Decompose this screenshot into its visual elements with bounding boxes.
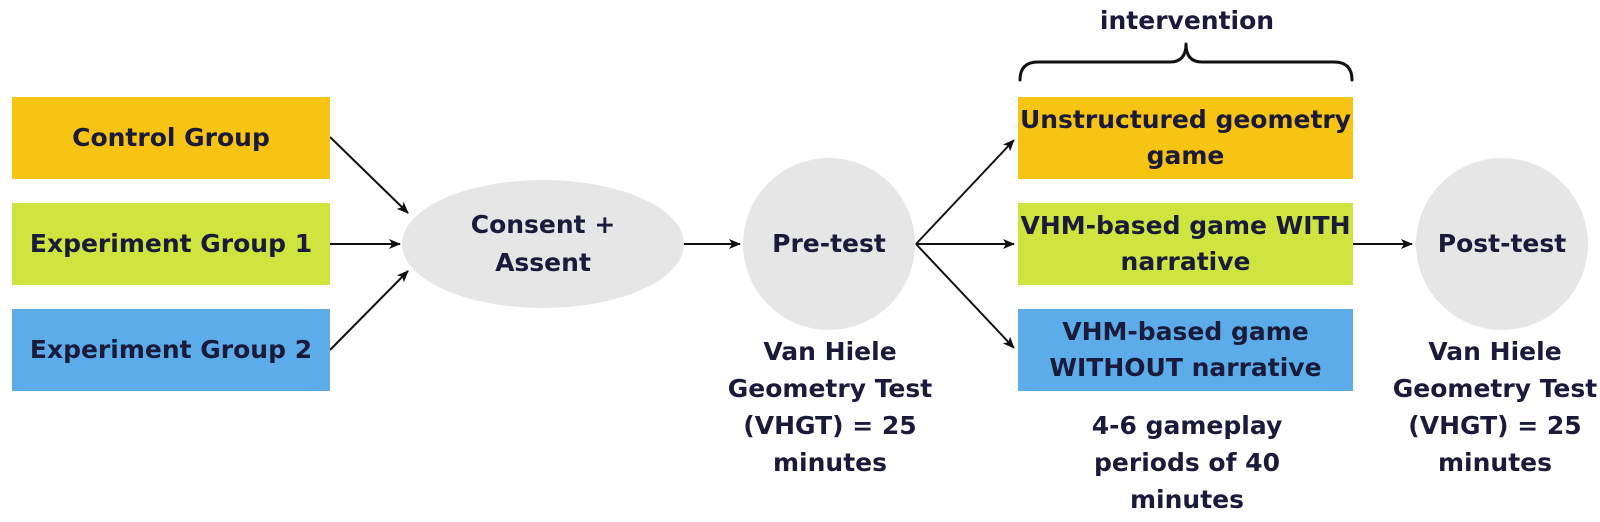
arrow-pretest-to-without-narrative [915, 243, 1015, 349]
posttest-node: Post-test [1416, 158, 1588, 330]
pretest-caption: Van Hiele Geometry Test (VHGT) = 25 minu… [727, 337, 933, 477]
experiment-group-2-label: Experiment Group 2 [29, 335, 313, 364]
with-narrative-game-label: VHM-based game WITH narrative [1020, 211, 1351, 276]
consent-label: Consent + Assent [470, 210, 616, 277]
control-group-box: Control Group [12, 97, 330, 179]
experiment-group-1-label: Experiment Group 1 [29, 229, 313, 258]
with-narrative-game-box: VHM-based game WITH narrative [1018, 203, 1353, 285]
posttest-label: Post-test [1437, 229, 1567, 258]
arrow-exp2-to-consent [329, 270, 409, 351]
experiment-group-1-box: Experiment Group 1 [12, 203, 330, 285]
intervention-label: intervention [1099, 6, 1275, 35]
pretest-label: Pre-test [772, 229, 886, 258]
posttest-caption: Van Hiele Geometry Test (VHGT) = 25 minu… [1392, 337, 1598, 477]
intervention-caption: 4-6 gameplay periods of 40 minutes [1091, 411, 1283, 514]
arrow-control-to-consent [329, 136, 409, 214]
without-narrative-game-box: VHM-based game WITHOUT narrative [1018, 309, 1353, 391]
unstructured-game-box: Unstructured geometry game [1018, 97, 1353, 179]
control-group-label: Control Group [72, 123, 270, 152]
pretest-node: Pre-test [743, 158, 915, 330]
without-narrative-game-label: VHM-based game WITHOUT narrative [1049, 317, 1322, 382]
intervention-brace [1018, 42, 1354, 82]
arrow-pretest-to-unstructured [915, 139, 1015, 245]
experiment-group-2-box: Experiment Group 2 [12, 309, 330, 391]
consent-node: Consent + Assent [402, 180, 684, 308]
unstructured-game-label: Unstructured geometry game [1019, 105, 1352, 170]
